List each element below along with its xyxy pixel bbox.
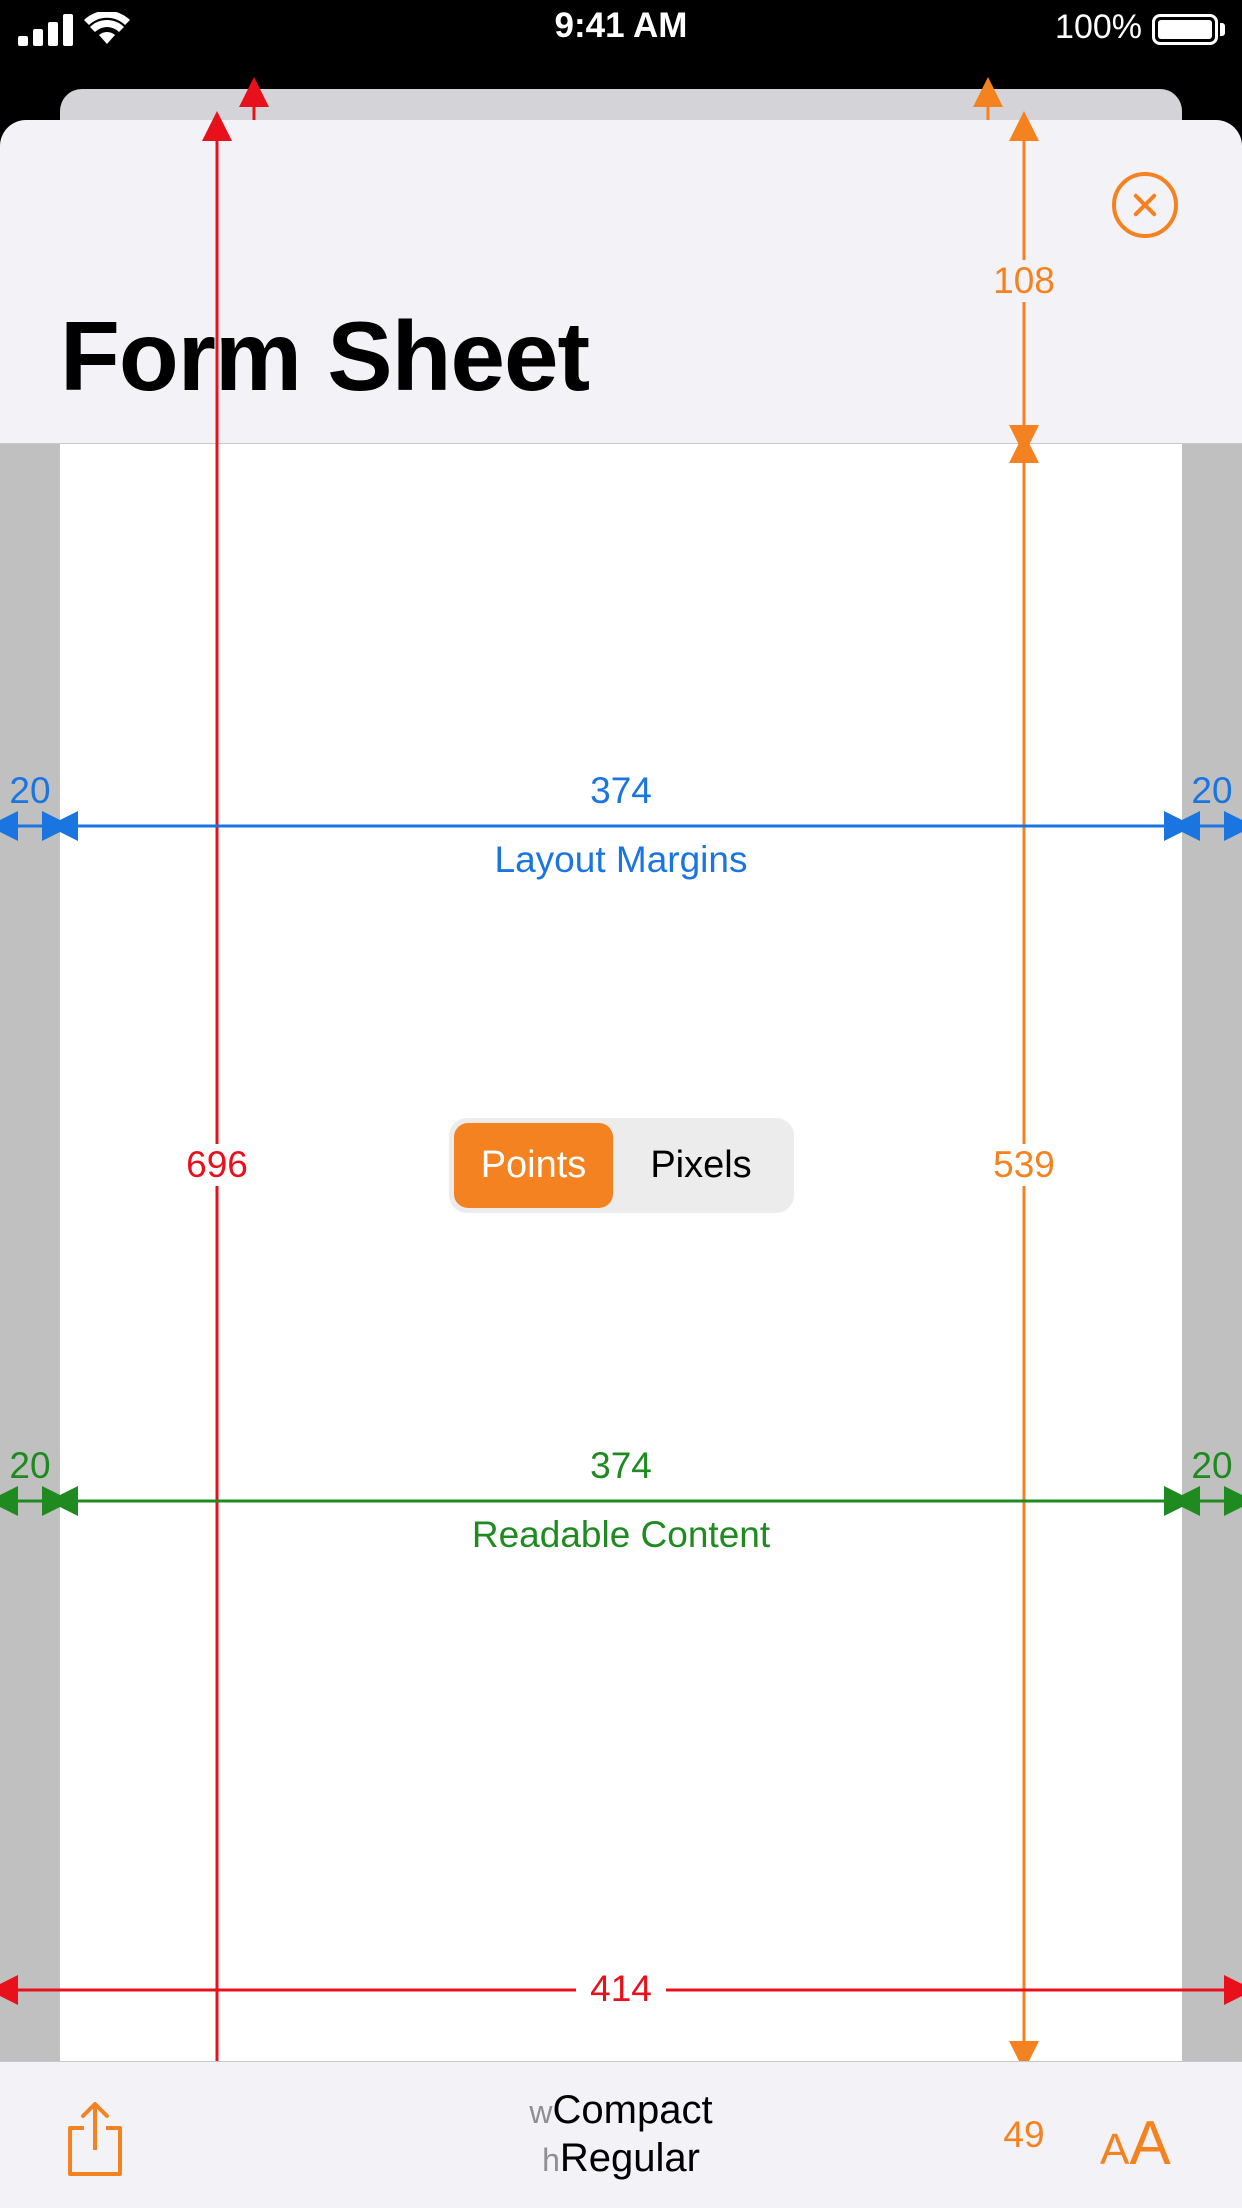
battery-nub xyxy=(1220,23,1225,36)
units-segmented-control: Points Pixels xyxy=(449,1118,794,1213)
readable-margin-center-label: 374 xyxy=(590,1445,652,1486)
size-class-height: hRegular xyxy=(0,2136,1242,2181)
battery-percentage: 100% xyxy=(1055,8,1142,46)
share-icon[interactable] xyxy=(64,2100,126,2178)
nav-bar-separator xyxy=(0,443,1242,444)
bottom-bar-height-label: 49 xyxy=(984,2114,1064,2156)
readable-content-caption: Readable Content xyxy=(471,1514,771,1555)
readable-margin-left-label: 20 xyxy=(9,1445,51,1486)
wifi-icon xyxy=(84,12,130,44)
sheet-content-area xyxy=(60,444,1182,2061)
segment-pixels[interactable]: Pixels xyxy=(650,1144,752,1186)
sheet-height-label: 696 xyxy=(172,1144,262,1186)
layout-margin-right-label: 20 xyxy=(1191,770,1233,811)
status-time: 9:41 AM xyxy=(554,6,688,45)
right-margin-area xyxy=(1182,444,1242,2061)
layout-margins-caption: Layout Margins xyxy=(494,839,748,880)
top-bar-height-label: 108 xyxy=(984,260,1064,302)
width-prefix: w xyxy=(529,2094,553,2130)
height-prefix: h xyxy=(542,2142,560,2178)
page-title: Form Sheet xyxy=(60,301,590,411)
segment-points[interactable]: Points xyxy=(454,1123,613,1208)
content-height-label: 539 xyxy=(979,1144,1069,1186)
text-size-small-a: A xyxy=(1100,2125,1130,2174)
cellular-signal-icon xyxy=(18,14,73,46)
close-icon[interactable] xyxy=(1112,172,1178,238)
width-total-label: 414 xyxy=(576,1968,666,2010)
width-size-class: Compact xyxy=(552,2088,713,2132)
text-size-big-a: A xyxy=(1129,2109,1171,2178)
height-size-class: Regular xyxy=(559,2136,700,2180)
text-size-icon[interactable]: AA xyxy=(1100,2108,1171,2179)
layout-margin-left-label: 20 xyxy=(9,770,51,811)
battery-icon xyxy=(1152,14,1218,45)
size-class-width: wCompact xyxy=(0,2088,1242,2133)
status-bar: 9:41 AM 100% xyxy=(0,0,1242,60)
left-margin-area xyxy=(0,444,60,2061)
readable-margin-right-label: 20 xyxy=(1191,1445,1233,1486)
layout-margin-center-label: 374 xyxy=(590,770,652,811)
